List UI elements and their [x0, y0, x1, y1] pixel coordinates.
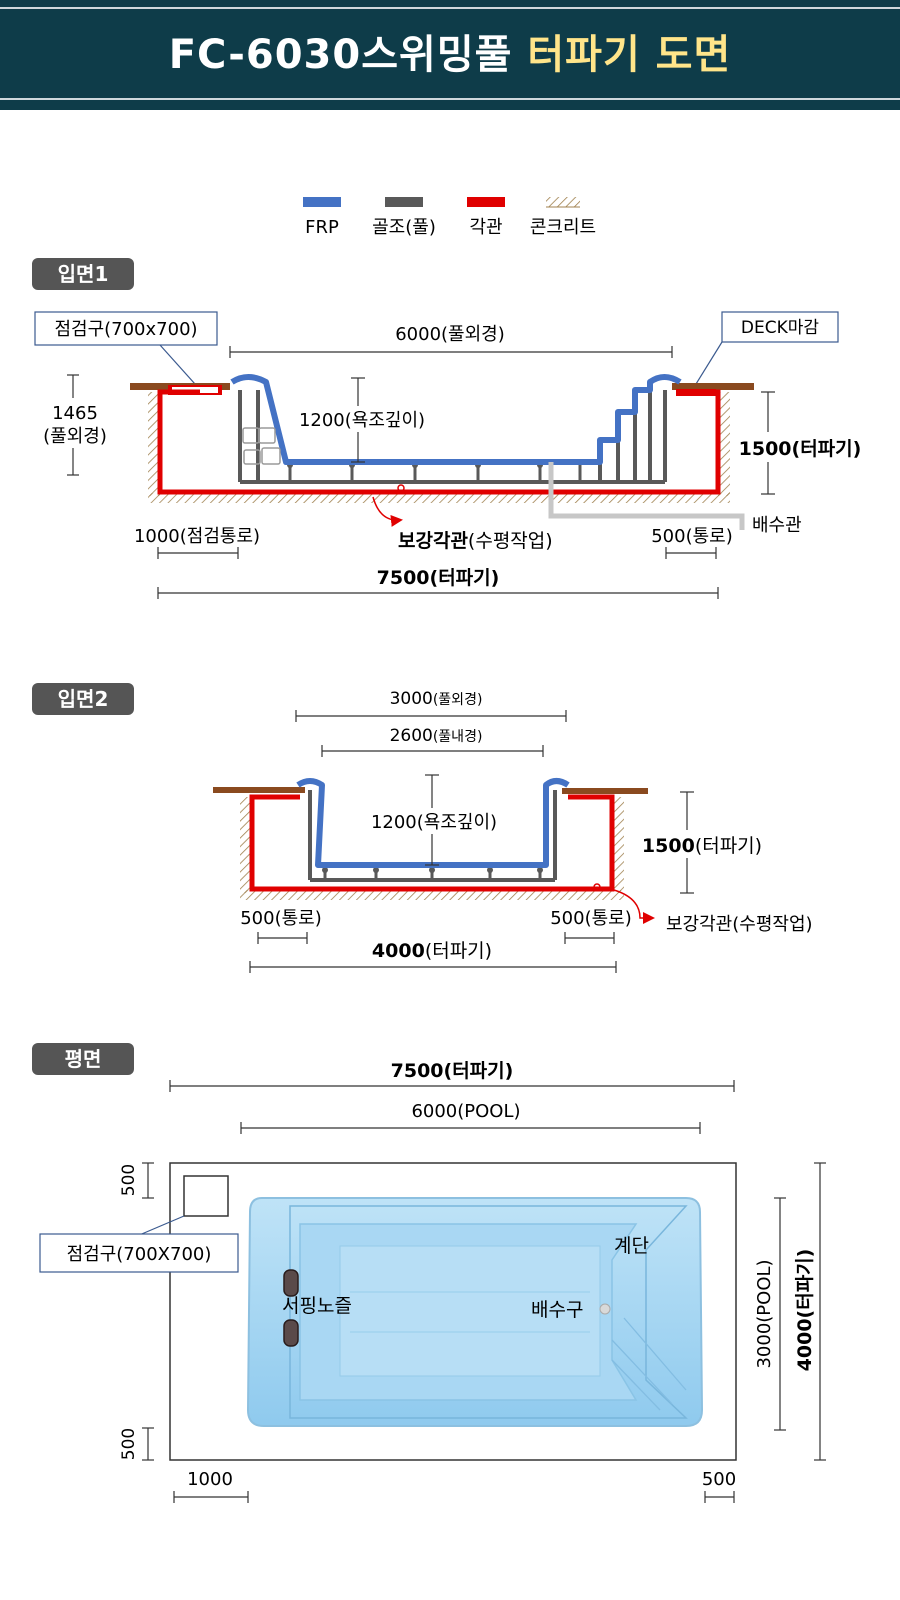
e2-pool-inner: 2600(풀내경) [390, 726, 483, 746]
reinforcement-bold: 보강각관 [398, 530, 468, 552]
right-passage-dim: 500(통로) [651, 526, 733, 547]
legend-label-frp: FRP [305, 217, 339, 238]
legend-swatch-pipe [467, 197, 505, 207]
e2-height-bold: 1500 [642, 835, 695, 857]
legend-label-pipe: 각관 [469, 217, 502, 238]
plan-pool-height: 3000(POOL) [754, 1259, 775, 1368]
plan-pool-width: 6000(POOL) [411, 1101, 520, 1122]
e2-reinforcement: 보강각관(수평작업) [666, 914, 813, 935]
plan-total-width: 7500(터파기) [391, 1060, 514, 1082]
legend-label-concrete: 콘크리트 [530, 217, 596, 238]
e2-pool-inner-sub: (풀내경) [433, 729, 483, 745]
legend-swatch-frame [385, 197, 423, 207]
legend-label-frame: 골조(풀) [372, 217, 436, 238]
elevation2-tag: 입면2 [32, 683, 134, 715]
left-height-dim: 1465 [52, 403, 98, 424]
drain-pipe-label: 배수관 [752, 515, 802, 536]
plan-total-height: 4000(터파기) [794, 1249, 816, 1372]
e2-pool-outer-num: 3000 [390, 689, 433, 709]
header-top-line [0, 7, 900, 9]
page-title: FC-6030스위밍풀 터파기 도면 [0, 0, 900, 110]
left-passage-dim: 1000(점검통로) [134, 526, 260, 547]
plan-inspection-label: 점검구(700X700) [67, 1244, 212, 1265]
header-bottom-line [0, 98, 900, 100]
plan-left-margin: 1000 [187, 1469, 233, 1490]
surfing-nozzle-icon [283, 1269, 299, 1297]
inspection-label: 점검구(700x700) [54, 319, 197, 340]
e2-left-passage: 500(통로) [240, 908, 322, 929]
legend: FRP 골조(풀) 각관 콘크리트 [303, 197, 596, 238]
surfing-nozzle-icon [283, 1319, 299, 1347]
drain-icon [599, 1303, 611, 1315]
surfing-nozzle-label: 서핑노즐 [282, 1295, 352, 1317]
elevation2-drawing: 3000(풀외경) 2600(풀내경) [213, 689, 813, 973]
legend-swatch-concrete [546, 197, 580, 207]
e2-pool-outer-sub: (풀외경) [433, 692, 483, 708]
plan-right-margin: 500 [702, 1469, 736, 1490]
plan-stairs-label: 계단 [614, 1235, 649, 1257]
elevation1-excavation-height: 1500(터파기) [739, 438, 862, 460]
title-drawing: 터파기 도면 [527, 32, 732, 78]
plan-drain-label: 배수구 [531, 1299, 583, 1321]
plan-bottom-margin: 500 [119, 1428, 139, 1460]
page-header: FC-6030스위밍풀 터파기 도면 [0, 0, 900, 110]
plan-tag: 평면 [32, 1043, 134, 1075]
inspection-label-box [34, 311, 218, 346]
plan-drawing: 7500(터파기) 6000(POOL) 점검구(700X700) 서핑노즐 배… [39, 1060, 826, 1503]
e2-pool-inner-num: 2600 [390, 726, 433, 746]
elevation1-drawing: 점검구(700x700) DECK마감 6000(풀외경) [32, 311, 864, 599]
deck-label-box [721, 311, 839, 343]
e2-depth: 1200(욕조깊이) [371, 812, 497, 833]
elevation1-tag: 입면1 [32, 258, 134, 290]
plan-top-margin: 500 [119, 1164, 139, 1196]
e2-pool-outer: 3000(풀외경) [390, 689, 483, 709]
elevation1-reinforcement: 보강각관(수평작업) [398, 530, 553, 552]
deck-label: DECK마감 [741, 318, 819, 338]
e2-right-passage: 500(통로) [550, 908, 632, 929]
pool-outer-dim: 6000(풀외경) [395, 324, 505, 345]
left-height-sub: (풀외경) [43, 426, 107, 447]
plan-inspection-square [183, 1175, 229, 1217]
e2-excavation-height: 1500(터파기) [642, 835, 762, 857]
elevation1-depth: 1200(욕조깊이) [299, 410, 425, 431]
reinforcement-rest: (수평작업) [468, 530, 553, 552]
legend-swatch-frp [303, 197, 341, 207]
title-model: FC-6030스위밍풀 [168, 32, 513, 78]
e2-total-width: 4000(터파기) [372, 940, 492, 962]
elevation1-total-width: 7500(터파기) [377, 567, 500, 589]
e2-total-bold: 4000 [372, 940, 425, 962]
e2-total-rest: (터파기) [425, 940, 492, 962]
e2-height-rest: (터파기) [695, 835, 762, 857]
plan-excavation-outline [169, 1162, 737, 1461]
